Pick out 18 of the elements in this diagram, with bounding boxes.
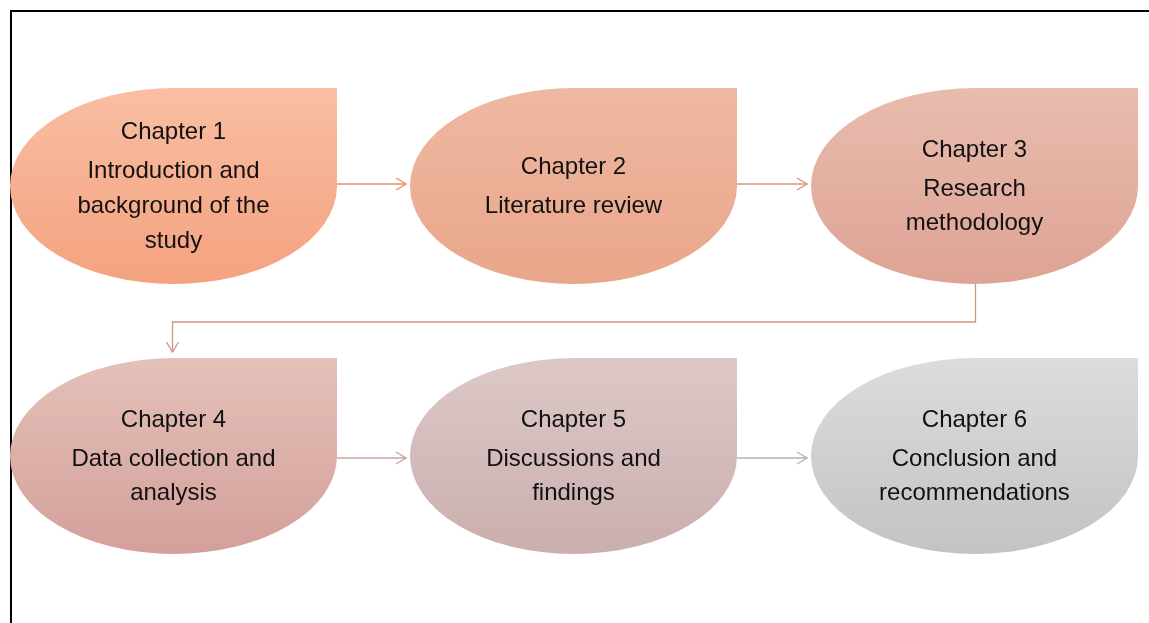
teardrop-shape (10, 358, 337, 554)
chapter-number: Chapter 2 (520, 151, 627, 182)
teardrop-shape (10, 88, 337, 284)
chapter-title: Data collection and analysis (70, 442, 277, 508)
chapter-title: Introduction and background of the study (76, 155, 271, 255)
chapter-number: Chapter 1 (120, 116, 227, 147)
chapter-title: Research methodology (904, 172, 1045, 238)
arrow (336, 177, 407, 191)
chapter-title: Discussions and findings (485, 442, 662, 508)
chapter-number: Chapter 5 (520, 403, 627, 434)
chapter-number: Chapter 3 (921, 133, 1028, 164)
arrow (736, 177, 808, 191)
arrow (736, 451, 808, 465)
chapter-number: Chapter 4 (120, 403, 227, 434)
chapter-number: Chapter 6 (921, 403, 1028, 434)
chapter-title: Conclusion and recommendations (878, 442, 1071, 508)
arrow (165, 283, 977, 353)
chapter-title: Literature review (483, 190, 664, 220)
